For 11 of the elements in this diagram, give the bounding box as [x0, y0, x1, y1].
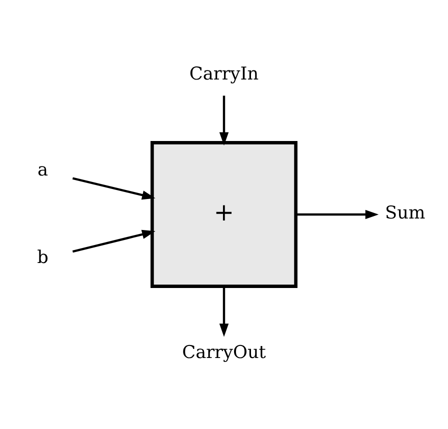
- arrow: [296, 210, 379, 220]
- node-text: CarryIn: [189, 64, 259, 84]
- arrow: [219, 286, 229, 337]
- arrow: [219, 96, 229, 146]
- node-text: a: [38, 160, 48, 181]
- node-text: Sum: [385, 204, 426, 224]
- node-text: CarryOut: [182, 342, 266, 363]
- node-text: b: [37, 248, 48, 268]
- arrow: [72, 177, 156, 200]
- arrow: [72, 230, 156, 253]
- node-box: +: [150, 141, 298, 288]
